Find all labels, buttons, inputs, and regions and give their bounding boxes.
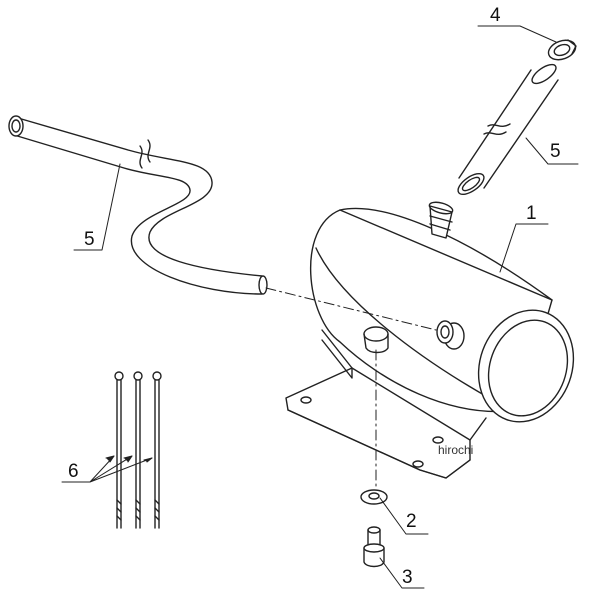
tank-assembly-part-1 [285,201,575,479]
callout-5-left: 5 [84,229,95,250]
bolt-part-3 [363,526,385,568]
callout-4: 4 [490,5,501,26]
callout-1: 1 [526,203,537,224]
hose-clamp-part-4 [547,39,577,61]
leader-4 [477,25,557,43]
leader-3 [379,557,425,589]
callout-2: 2 [406,511,417,532]
callout-6: 6 [68,461,79,482]
cable-ties-part-6 [114,371,162,529]
leader-6 [61,455,153,483]
leader-5-left [73,163,121,251]
leader-1 [499,223,549,273]
leader-2 [379,497,429,535]
leader-lines [61,25,579,589]
straight-hose-part-5 [457,63,559,196]
callout-5-right: 5 [550,141,561,162]
assembly-center-lines [265,287,437,489]
bent-hose-part-5 [8,115,268,295]
callout-3: 3 [402,567,413,588]
leader-5-right [525,137,579,165]
watermark-text: hirochi [438,443,474,457]
washer-part-2 [360,489,388,505]
